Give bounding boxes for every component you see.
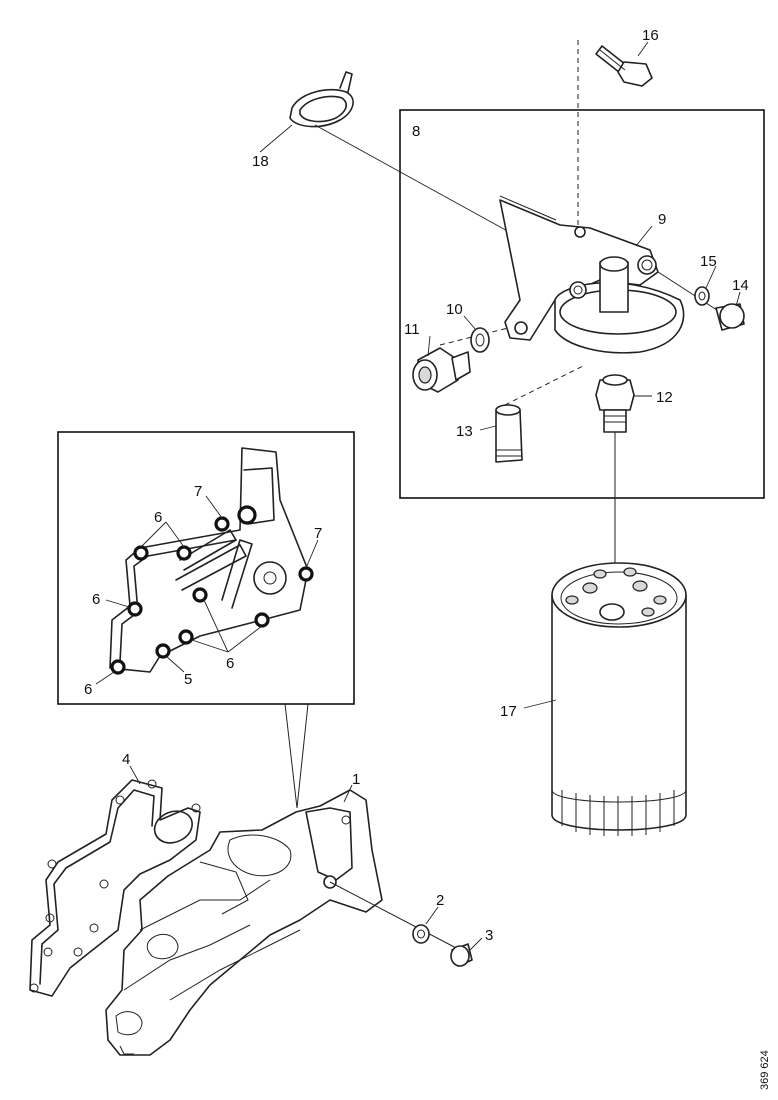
callout-9: 9 — [658, 211, 666, 228]
callout-4: 4 — [122, 751, 130, 768]
callout-8: 8 — [412, 123, 420, 140]
part-16-bolt — [595, 45, 653, 87]
callout-1: 1 — [352, 771, 360, 788]
part-2-washer — [412, 924, 430, 944]
callout-13: 13 — [456, 423, 473, 440]
part-18-gasket — [289, 71, 354, 128]
assembly-box-8 — [399, 109, 765, 499]
callout-7b: 7 — [314, 525, 322, 542]
detail-box — [57, 431, 355, 705]
callout-5: 5 — [184, 671, 192, 688]
callout-18: 18 — [252, 153, 269, 170]
callout-14: 14 — [732, 277, 749, 294]
part-4-gasket — [29, 779, 201, 997]
callout-6d: 6 — [84, 681, 92, 698]
callout-6b: 6 — [92, 591, 100, 608]
callout-17: 17 — [500, 703, 517, 720]
callout-16: 16 — [642, 27, 659, 44]
callout-2: 2 — [436, 892, 444, 909]
callout-6c: 6 — [226, 655, 234, 672]
part-3-plug — [450, 943, 473, 967]
part-17-oil-filter — [551, 562, 687, 836]
part-10-washer — [470, 327, 490, 353]
callout-3: 3 — [485, 927, 493, 944]
part-15-washer — [694, 286, 710, 306]
drawing-code: 369 624 — [759, 1050, 771, 1090]
callout-leaders — [129, 41, 741, 951]
part-12-nipple — [595, 374, 635, 433]
part-1-housing — [105, 789, 383, 1056]
part-9-filter-head — [499, 195, 685, 354]
part-11-union — [412, 347, 471, 393]
callout-12: 12 — [656, 389, 673, 406]
detail-seal-rings — [110, 505, 314, 675]
callout-15: 15 — [700, 253, 717, 270]
callout-11: 11 — [404, 321, 420, 338]
detail-leaders — [95, 495, 319, 685]
callout-7a: 7 — [194, 483, 202, 500]
part-13-sleeve — [495, 404, 523, 463]
callout-6a: 6 — [154, 509, 162, 526]
callout-10: 10 — [446, 301, 463, 318]
part-14-plug — [715, 303, 745, 331]
